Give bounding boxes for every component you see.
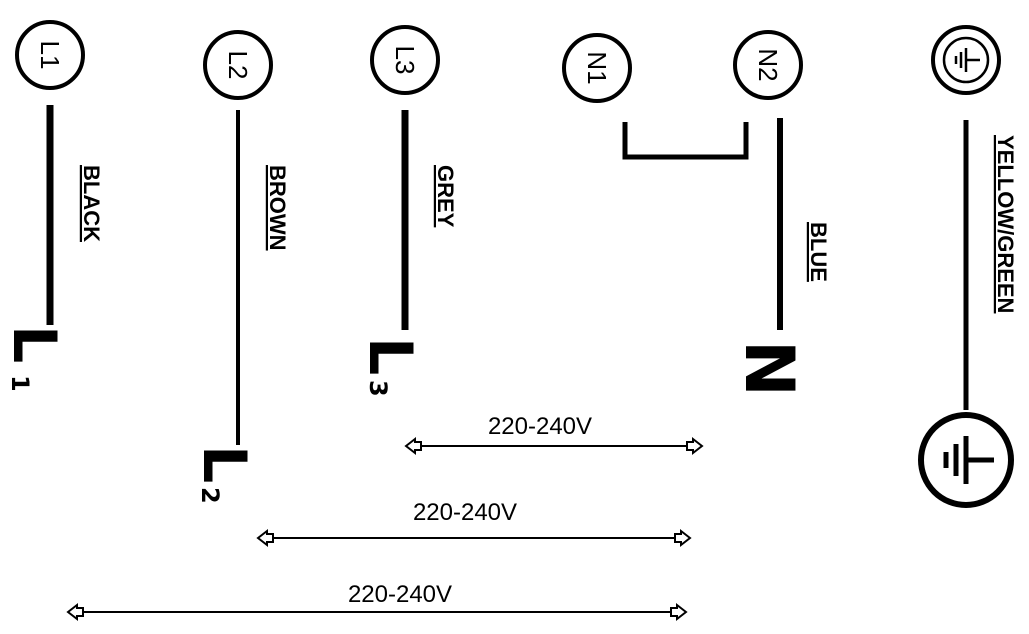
conductor-l2-sub: 2 <box>196 487 224 504</box>
conductor-n-letter: N <box>729 340 808 397</box>
terminal-n1: N1 <box>562 33 632 103</box>
terminal-n2-label: N2 <box>753 48 783 81</box>
terminal-l2-label: L2 <box>223 51 253 80</box>
conductor-l2-letter: L <box>189 445 259 483</box>
voltage-label-bottom: 220-240V <box>348 581 452 608</box>
wire-label-grey: GREY <box>433 165 458 228</box>
terminal-l1: L1 <box>15 20 85 90</box>
terminal-n2: N2 <box>733 30 803 100</box>
jumper-n1-n2 <box>622 122 749 160</box>
voltage-label-top: 220-240V <box>488 413 592 440</box>
conductor-l3-letter: L <box>355 337 425 375</box>
conductor-l1-letter: L <box>0 325 69 363</box>
voltage-arrow-bottom <box>66 602 688 622</box>
conductor-l1-sub: 1 <box>6 375 34 392</box>
wire-label-brown: BROWN <box>265 165 290 251</box>
terminal-l3-label: L3 <box>390 46 420 75</box>
earth-conductor <box>918 412 1014 508</box>
voltage-arrow-middle <box>256 528 692 548</box>
wire-label-black: BLACK <box>79 165 104 242</box>
conductor-l3-sub: 3 <box>364 380 392 397</box>
terminal-earth <box>931 25 1001 95</box>
terminal-l2: L2 <box>203 30 273 100</box>
earth-symbol-icon <box>943 436 994 484</box>
terminal-l1-label: L1 <box>35 41 65 70</box>
voltage-arrow-top <box>404 436 704 456</box>
wire-label-blue: BLUE <box>806 222 831 282</box>
terminal-n1-label: N1 <box>582 51 612 84</box>
wire-label-yellow-green: YELLOW/GREEN <box>993 135 1018 313</box>
terminal-l3: L3 <box>370 25 440 95</box>
voltage-label-middle: 220-240V <box>413 499 517 526</box>
earth-symbol-icon <box>942 36 990 84</box>
